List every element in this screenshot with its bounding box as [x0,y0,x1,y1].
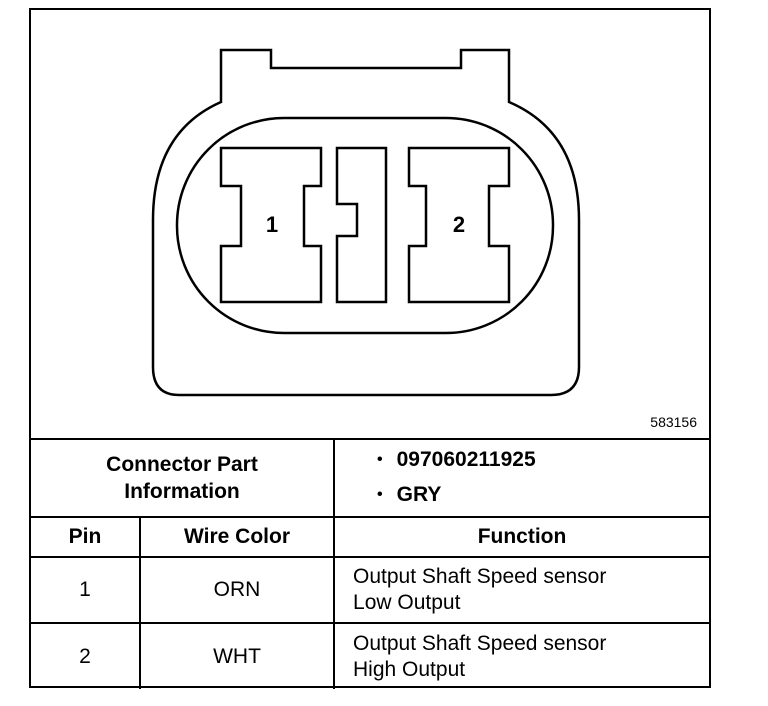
header-function: Function [333,516,710,558]
terminal-2 [407,146,511,304]
connector-diagram: 1 2 [151,48,581,397]
row-function: Output Shaft Speed sensor Low Output [333,556,710,624]
connector-info-label: Connector Part Information [31,438,336,518]
connector-info-row: Connector Part Information 097060211925 … [31,438,710,518]
connector-face [175,116,555,335]
connector-housing [151,48,581,397]
center-key [335,146,388,304]
connector-info-list: 097060211925 GRY [335,443,709,513]
row-function-line1: Output Shaft Speed sensor [353,565,607,588]
table-row: 1 ORN Output Shaft Speed sensor Low Outp… [31,556,710,624]
table-row: 2 WHT Output Shaft Speed sensor High Out… [31,622,710,689]
connector-color: GRY [377,478,709,513]
terminal-1 [219,146,323,304]
row-function-line2: High Output [353,657,466,681]
connector-table: Connector Part Information 097060211925 … [31,438,710,689]
row-function: Output Shaft Speed sensor High Output [333,622,710,689]
row-pin: 2 [31,622,141,689]
connector-info-cell: 097060211925 GRY [333,438,710,518]
row-function-line1: Output Shaft Speed sensor [353,631,607,655]
row-function-line2: Low Output [353,591,461,614]
figure-id: 583156 [650,414,697,430]
row-pin: 1 [31,556,141,624]
row-wire-color: ORN [138,556,336,624]
part-number: 097060211925 [377,443,709,478]
header-wire-color: Wire Color [138,516,336,558]
connector-frame: 1 2 583156 Connector Part Information 09… [29,8,711,689]
row-wire-color: WHT [138,622,336,689]
table-header-row: Pin Wire Color Function [31,516,710,558]
header-pin: Pin [31,516,141,558]
pin-label-2: 2 [453,212,465,237]
pin-label-1: 1 [266,212,278,237]
